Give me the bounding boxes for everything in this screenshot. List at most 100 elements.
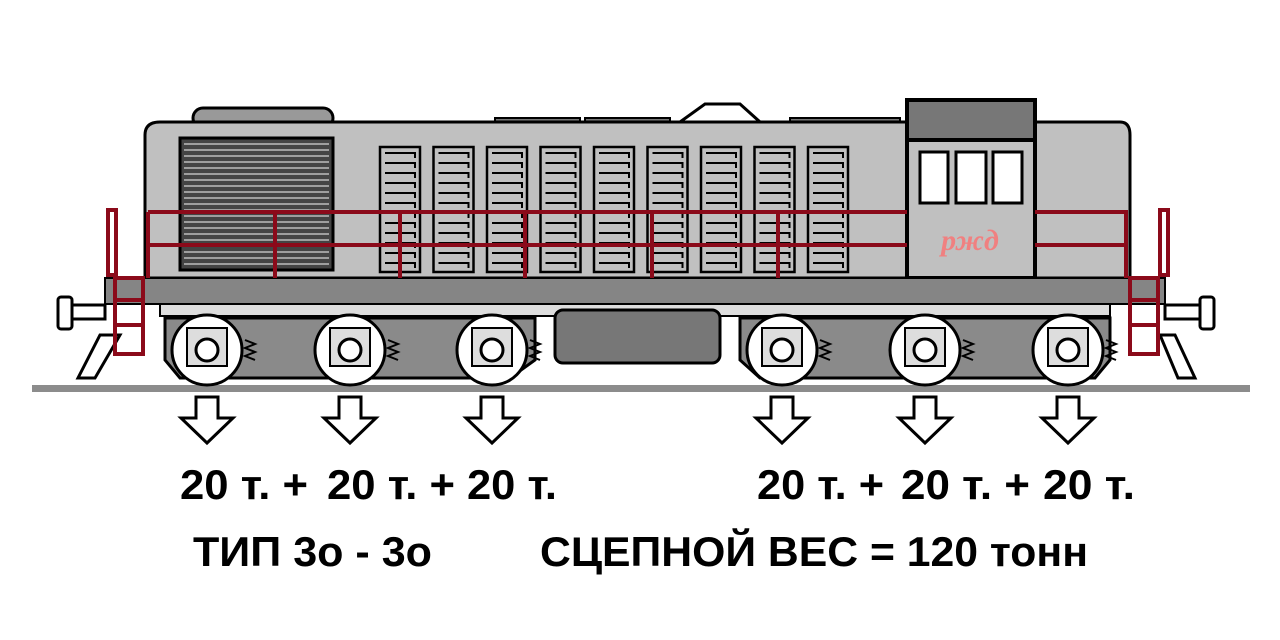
louver-slat: [652, 232, 684, 238]
axle-type-label: ТИП 3о - 3о: [193, 528, 432, 575]
handrails: [106, 208, 1170, 356]
louver-slat: [385, 252, 416, 258]
louver-slat: [759, 202, 791, 208]
louver-slat: [492, 232, 523, 238]
wheelsets: [170, 313, 1119, 387]
louver-slat: [813, 182, 844, 188]
wheel-hub: [769, 337, 795, 363]
rzd-logo: ржд: [938, 224, 999, 257]
louver-slat: [652, 152, 684, 158]
louver-slat: [545, 172, 577, 178]
louver-panel: [432, 145, 475, 274]
fuel-tank: [553, 308, 722, 365]
louver-panel: [806, 145, 850, 274]
louver-slat: [492, 182, 523, 188]
louver-slat: [545, 252, 577, 258]
louver-slat: [652, 162, 684, 168]
louver-slat: [492, 202, 523, 208]
louver-slat: [599, 262, 630, 268]
louver-slat: [492, 252, 523, 258]
axle-load-label: 20 т.: [467, 461, 557, 508]
louver-slat: [545, 262, 577, 268]
axle-load-label: 20 т.: [1043, 461, 1135, 508]
louver-slat: [545, 152, 577, 158]
louver-slat: [652, 172, 684, 178]
louver-slat: [813, 252, 844, 258]
louver-panel: [539, 145, 582, 274]
louver-slat: [492, 162, 523, 168]
louver-slat: [385, 222, 416, 228]
louver-slat: [438, 152, 470, 158]
louver-slat: [706, 182, 737, 188]
rear-coupler: [1157, 295, 1216, 380]
louver-panel: [753, 145, 796, 274]
louver-slat: [652, 182, 684, 188]
louver-slat: [438, 252, 470, 258]
louver-slat: [599, 222, 630, 228]
louver-slat: [706, 172, 737, 178]
grille-slats: [184, 143, 329, 265]
louver-slat: [759, 192, 791, 198]
louver-slat: [438, 232, 470, 238]
spring: [527, 339, 543, 361]
axle-load-label: 20 т. +: [901, 461, 1030, 508]
louver-slat: [492, 172, 523, 178]
louver-slat: [545, 202, 577, 208]
louver-panel: [592, 145, 636, 274]
louver-slat: [813, 162, 844, 168]
spring: [385, 339, 401, 361]
louver-slat: [759, 182, 791, 188]
louver-slat: [813, 192, 844, 198]
louver-slat: [438, 222, 470, 228]
wheel-hub: [479, 337, 505, 363]
axle-load-label: 20 т. +: [327, 461, 455, 508]
axle-load-label: 20 т. +: [757, 461, 884, 508]
spring: [1103, 339, 1119, 361]
louver-slat: [652, 222, 684, 228]
axle-load-label: 20 т. +: [180, 461, 308, 508]
wheel-hub: [1055, 337, 1081, 363]
spring: [960, 339, 976, 361]
louver-slat: [652, 262, 684, 268]
louver-slat: [706, 152, 737, 158]
louver-slat: [385, 162, 416, 168]
louver-slat: [599, 152, 630, 158]
louver-slat: [385, 262, 416, 268]
louver-panel: [485, 145, 529, 274]
louver-slat: [759, 262, 791, 268]
louver-slat: [545, 182, 577, 188]
louver-slat: [385, 182, 416, 188]
down-arrow-icon: [1038, 395, 1098, 446]
louver-slat: [813, 222, 844, 228]
louver-slat: [759, 162, 791, 168]
rail-line: [32, 385, 1250, 392]
louver-slat: [438, 262, 470, 268]
down-arrow-icon: [462, 395, 522, 446]
adhesion-weight-label: СЦЕПНОЙ ВЕС = 120 тонн: [540, 527, 1088, 575]
louver-slat: [438, 172, 470, 178]
spring: [817, 339, 833, 361]
louver-slat: [759, 152, 791, 158]
wheel-hub: [337, 337, 363, 363]
louver-slat: [599, 232, 630, 238]
louver-slat: [813, 232, 844, 238]
louver-slat: [599, 252, 630, 258]
louver-slat: [759, 232, 791, 238]
louver-panel: [646, 145, 689, 274]
cab-window: [918, 150, 950, 205]
louver-slat: [438, 182, 470, 188]
louver-slat: [652, 252, 684, 258]
louver-slat: [759, 172, 791, 178]
louver-slat: [385, 152, 416, 158]
louver-slat: [492, 192, 523, 198]
louver-slat: [599, 172, 630, 178]
louver-slat: [759, 252, 791, 258]
louver-slat: [759, 222, 791, 228]
louver-slat: [599, 162, 630, 168]
louver-slat: [706, 162, 737, 168]
louver-slat: [813, 262, 844, 268]
louver-slat: [706, 192, 737, 198]
louver-slat: [706, 222, 737, 228]
